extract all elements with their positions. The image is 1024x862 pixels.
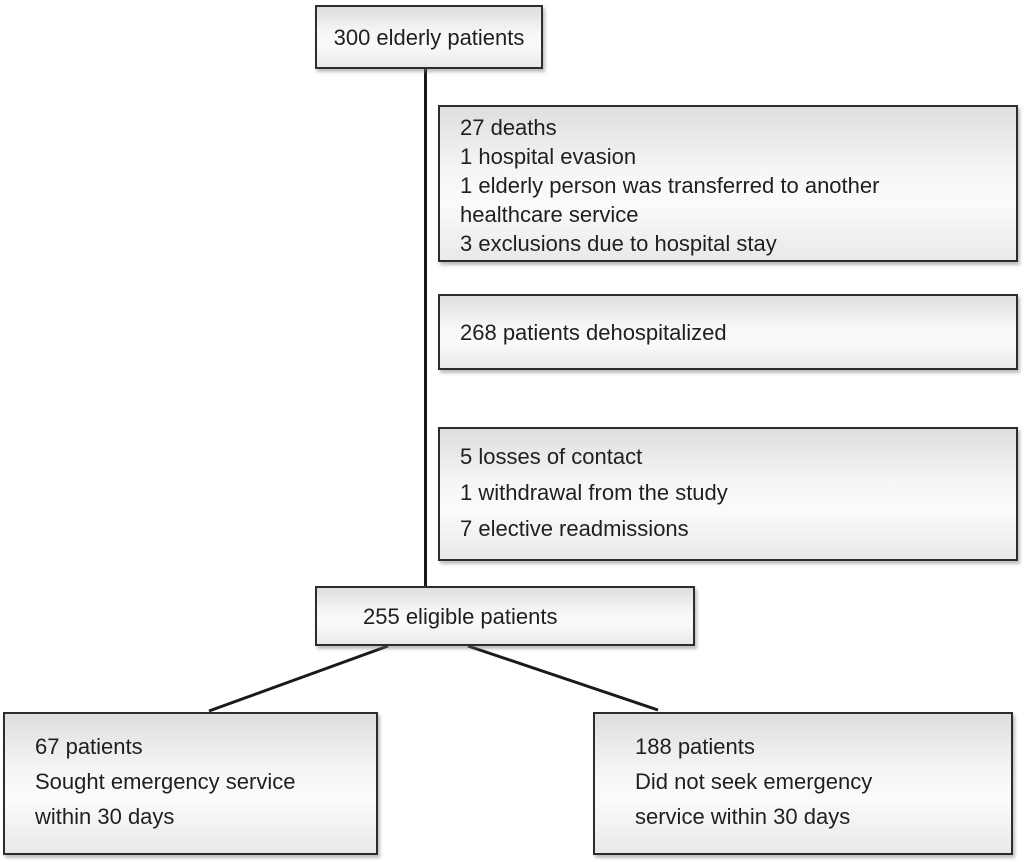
node-text-line: Did not seek emergency bbox=[635, 769, 873, 794]
node-text-line: 67 patients bbox=[35, 734, 143, 759]
node-text-line: 1 elderly person was transferred to anot… bbox=[460, 173, 880, 198]
node-text-line: 1 hospital evasion bbox=[460, 144, 637, 169]
node-text-line: 3 exclusions due to hospital stay bbox=[460, 231, 777, 256]
node-text-line: 5 losses of contact bbox=[460, 444, 643, 469]
node-enrolled-patients: 300 elderly patients bbox=[315, 5, 543, 69]
node-text-line: service within 30 days bbox=[635, 804, 851, 829]
node-text-line: 188 patients bbox=[635, 734, 755, 759]
node-text-line: 7 elective readmissions bbox=[460, 516, 689, 541]
node-text-line: 1 withdrawal from the study bbox=[460, 480, 728, 505]
node-sought-emergency-service: 67 patients Sought emergency service wit… bbox=[3, 712, 378, 855]
node-text-line: healthcare service bbox=[460, 202, 639, 227]
connector-branch-right bbox=[467, 644, 659, 712]
node-initial-exclusions: 27 deaths 1 hospital evasion 1 elderly p… bbox=[438, 105, 1018, 262]
node-text-line: within 30 days bbox=[35, 804, 175, 829]
node-text-line: Sought emergency service bbox=[35, 769, 296, 794]
node-followup-exclusions: 5 losses of contact 1 withdrawal from th… bbox=[438, 427, 1018, 561]
node-text-line: 300 elderly patients bbox=[333, 24, 525, 50]
node-did-not-seek-emergency-service: 188 patients Did not seek emergency serv… bbox=[593, 712, 1013, 855]
node-text-line: 27 deaths bbox=[460, 115, 557, 140]
connector-branch-left bbox=[208, 644, 389, 713]
node-eligible-patients: 255 eligible patients bbox=[315, 586, 695, 646]
node-text-line: 268 patients dehospitalized bbox=[460, 319, 727, 345]
node-text-line: 255 eligible patients bbox=[363, 603, 558, 629]
node-dehospitalized-patients: 268 patients dehospitalized bbox=[438, 294, 1018, 370]
